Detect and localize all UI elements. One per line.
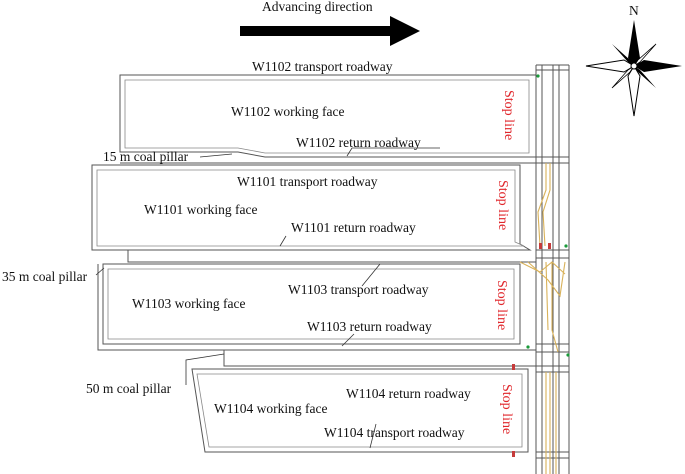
- compass-icon: [585, 20, 682, 117]
- roadway-label: W1103 transport roadway: [288, 282, 429, 297]
- roadway-label: W1101 transport roadway: [237, 174, 378, 189]
- leader-line: [361, 263, 381, 287]
- leader-line: [341, 333, 355, 347]
- leader-line: [346, 147, 440, 157]
- working-face-label: W1101 working face: [144, 202, 257, 217]
- leader-line: [369, 423, 377, 449]
- stop-line-label: Stop line: [495, 180, 510, 230]
- coal-pillar-label: 35 m coal pillar: [2, 269, 88, 284]
- coal-pillar-label: 50 m coal pillar: [86, 381, 172, 396]
- panel-w1101: [91, 164, 536, 263]
- advancing-arrow-icon: [240, 16, 420, 46]
- stop-line-label: Stop line: [501, 90, 516, 140]
- working-face-label: W1102 working face: [231, 104, 344, 119]
- roadway-label: W1103 return roadway: [307, 319, 432, 334]
- panel-w1104: [191, 350, 536, 453]
- stop-line-label: Stop line: [499, 384, 514, 434]
- leader-line: [95, 267, 105, 276]
- compass-north-label: N: [629, 3, 639, 18]
- working-face-label: W1103 working face: [132, 296, 245, 311]
- main-roadways: [512, 64, 570, 474]
- panel-w1103: [97, 263, 536, 351]
- leader-line: [199, 153, 233, 158]
- roadway-label: W1102 return roadway: [296, 135, 421, 150]
- roadway-label: W1104 return roadway: [346, 386, 471, 401]
- stop-line-label: Stop line: [494, 280, 509, 330]
- roadway-label: W1104 transport roadway: [324, 425, 465, 440]
- roadway-label: W1101 return roadway: [291, 220, 416, 235]
- direction-label: Advancing direction: [262, 0, 373, 14]
- coal-pillar-label: 15 m coal pillar: [103, 149, 189, 164]
- roadway-label: W1102 transport roadway: [252, 59, 393, 74]
- working-face-label: W1104 working face: [214, 401, 327, 416]
- leader-line: [185, 353, 225, 385]
- leader-line: [279, 235, 287, 247]
